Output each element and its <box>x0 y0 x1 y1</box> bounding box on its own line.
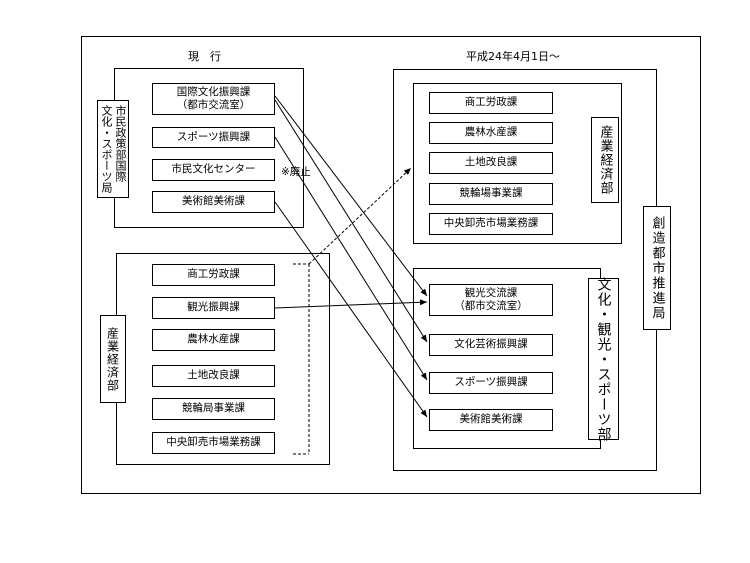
header-future: 平成24年4月1日～ <box>466 50 560 63</box>
future-land-improvement-section: 土地改良課 <box>429 152 553 174</box>
current-civic-culture-center: 市民文化センター <box>152 159 275 181</box>
current-sports-section: スポーツ振興課 <box>152 127 275 148</box>
arrow-intl-to-arts-culture <box>274 99 428 343</box>
future-sports-section: スポーツ振興課 <box>429 372 553 394</box>
abolished-note: ※廃止 <box>281 166 311 178</box>
current-civic-dept-label: 市民政策部国際 文化・スポーツ局 <box>97 100 129 198</box>
current-intl-culture-section: 国際文化振興課 （都市交流室） <box>152 83 275 115</box>
current-keirin-section: 競輪局事業課 <box>152 398 275 420</box>
future-keirin-section: 競輪場事業課 <box>429 183 553 205</box>
future-art-museum-section: 美術館美術課 <box>429 409 553 431</box>
diagram-frame <box>81 36 701 494</box>
arrow-intl-to-tourism-exchange <box>274 95 428 297</box>
future-commerce-section: 商工労政課 <box>429 92 553 114</box>
arrow-tourism-to-tourism-exchange <box>274 299 428 309</box>
future-bureau-label: 創造都市推進局 <box>643 206 671 330</box>
current-market-section: 中央卸売市場業務課 <box>152 432 275 454</box>
future-agriculture-section: 農林水産課 <box>429 122 553 144</box>
future-arts-culture-section: 文化芸術振興課 <box>429 334 553 356</box>
future-industry-group <box>413 83 622 244</box>
future-market-section: 中央卸売市場業務課 <box>429 213 553 235</box>
future-industry-dept-label: 産業経済部 <box>591 117 619 203</box>
current-art-museum-section: 美術館美術課 <box>152 191 275 213</box>
future-culture-dept-label: 文化・観光・スポーツ部 <box>588 277 619 442</box>
arrow-museum-to-museum <box>274 201 428 418</box>
future-tourism-exchange-section: 観光交流課 （都市交流室） <box>429 284 553 316</box>
current-tourism-section: 観光振興課 <box>152 297 275 319</box>
header-current: 現 行 <box>188 50 221 63</box>
current-commerce-section: 商工労政課 <box>152 264 275 286</box>
current-industry-dept-label: 産業経済部 <box>100 315 126 403</box>
industry-transfer-bracket <box>293 167 412 455</box>
current-land-improvement-section: 土地改良課 <box>152 365 275 387</box>
arrow-sports-to-sports <box>274 136 428 381</box>
current-agriculture-section: 農林水産課 <box>152 329 275 351</box>
